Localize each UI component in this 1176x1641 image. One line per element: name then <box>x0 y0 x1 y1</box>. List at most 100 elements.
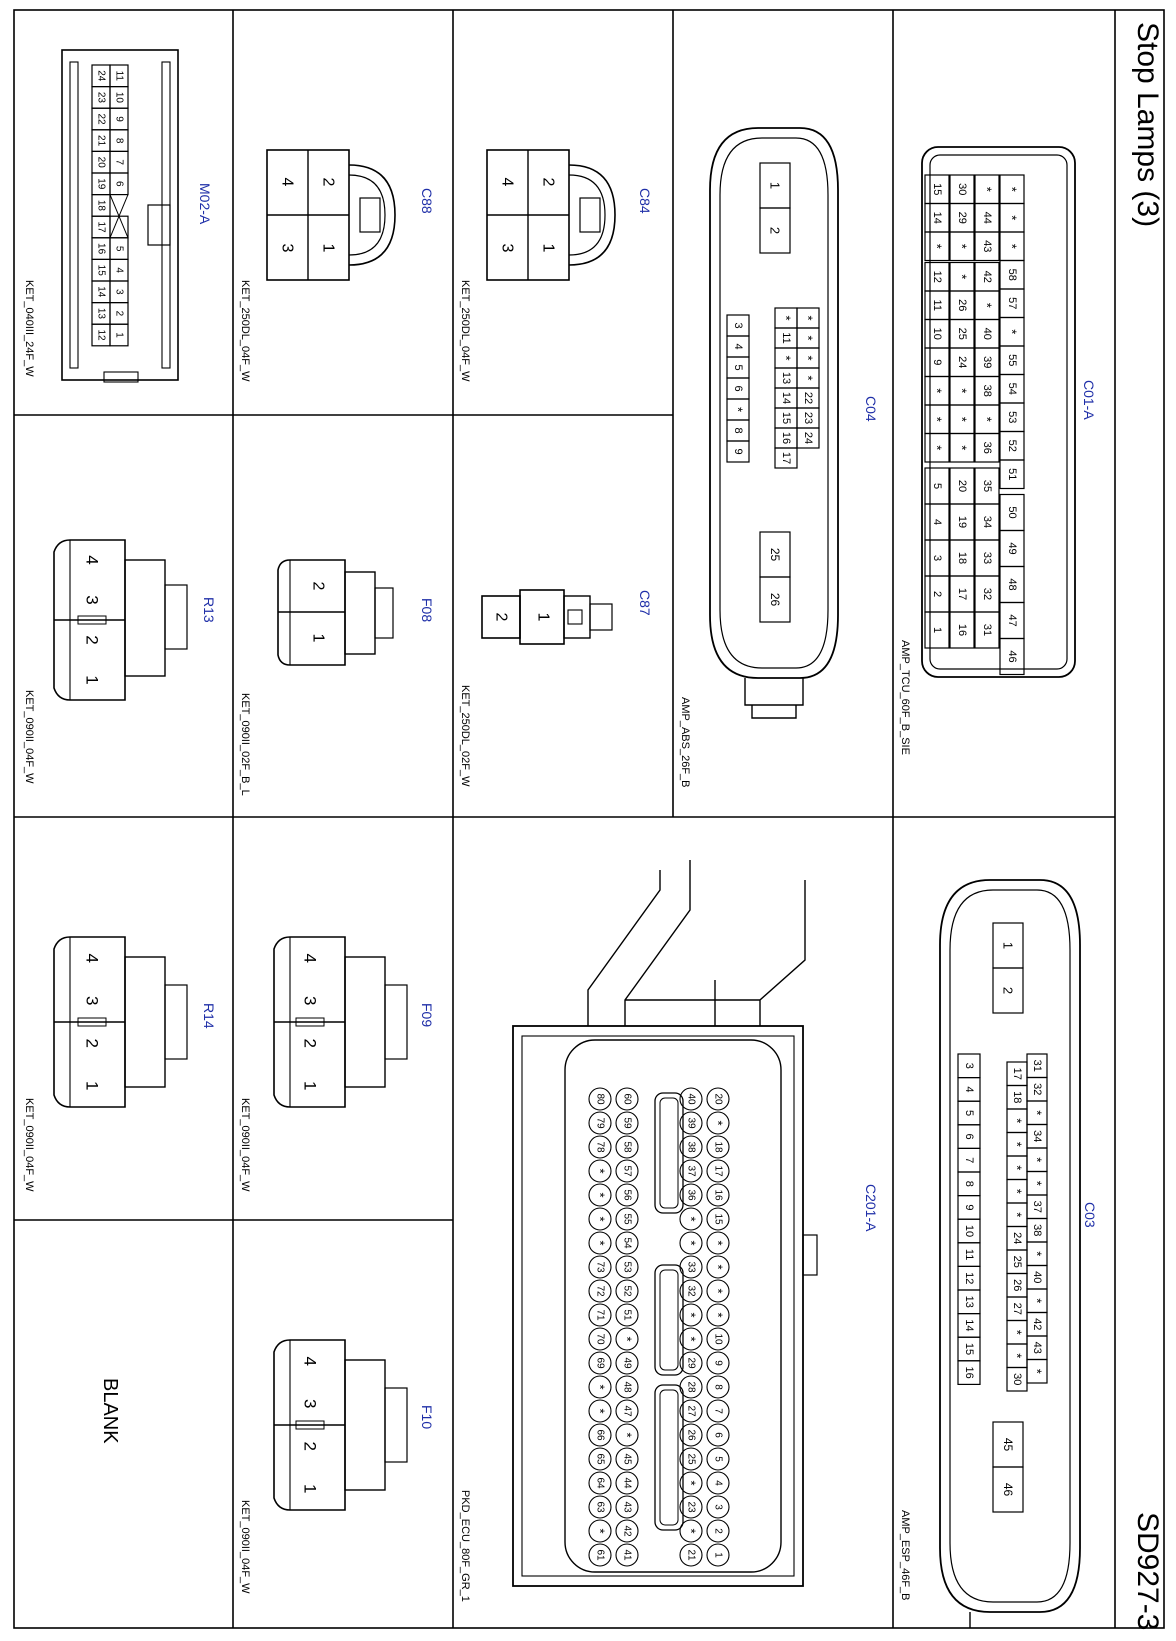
connector-f08: 12 F08 KET_090II_02F_B_L <box>239 559 435 796</box>
pin-cell: 80 <box>588 1087 612 1111</box>
pin-cell: 5 <box>706 1447 730 1471</box>
c201a-slot <box>654 1092 684 1214</box>
pin-label: 79 <box>595 1117 606 1129</box>
pin-label: 36 <box>686 1189 697 1201</box>
pin-label: 27 <box>686 1405 697 1417</box>
pin-label: 26 <box>686 1429 697 1441</box>
pin-label: * <box>1030 1251 1045 1256</box>
pin-label: * <box>1030 1110 1045 1115</box>
pin-label: 34 <box>1031 1130 1043 1142</box>
pin-cell: * <box>679 1207 703 1231</box>
pin-label: 16 <box>963 1366 975 1378</box>
pin-cell: * <box>615 1327 639 1351</box>
pin-cell: 32 <box>679 1279 703 1303</box>
pin-cell: 25 <box>679 1447 703 1471</box>
pin-cell: 18 <box>949 539 975 577</box>
pin-cell: 12 <box>924 261 950 292</box>
pin-cell: 54 <box>615 1231 639 1255</box>
pin-label: 33 <box>981 552 993 564</box>
pin-cell: 4 <box>706 1471 730 1495</box>
pin-label: * <box>1010 1189 1025 1194</box>
pin-cell: * <box>588 1399 612 1423</box>
pin-cell: * <box>999 174 1025 205</box>
r14-part: KET_090II_04F_W <box>23 1098 35 1192</box>
pin-cell: 52 <box>615 1279 639 1303</box>
pin-cell: * <box>588 1375 612 1399</box>
pin-cell: * <box>774 307 798 329</box>
pin-cell: * <box>999 316 1025 347</box>
pin-label: 18 <box>96 200 107 212</box>
pin-label: 32 <box>686 1285 697 1297</box>
pin-cell: * <box>774 347 798 369</box>
pin-label: 55 <box>622 1213 633 1225</box>
pin-label: 1 <box>535 613 552 622</box>
pin-cell: 14 <box>91 280 111 304</box>
pin-label: 18 <box>713 1141 724 1153</box>
pin-label: * <box>711 1312 726 1317</box>
pin-label: 12 <box>931 271 943 283</box>
pin-cell: 11 <box>109 64 129 88</box>
pin-cell: 23 <box>91 85 111 109</box>
pin-cell: * <box>679 1519 703 1543</box>
pin-label: 8 <box>732 427 744 433</box>
pin-label: 13 <box>96 308 107 320</box>
pin-label: 43 <box>1031 1342 1043 1354</box>
pin-cell: 36 <box>974 432 1000 463</box>
pin-cell: 29 <box>679 1351 703 1375</box>
pin-label: 57 <box>622 1165 633 1177</box>
pin-label: 4 <box>114 267 125 273</box>
pin-cell: * <box>1026 1241 1048 1267</box>
pin-cell: * <box>924 231 950 262</box>
pin-cell: 8 <box>109 129 129 153</box>
pin-cell: 14 <box>957 1312 981 1338</box>
pin-cell: 3 <box>726 314 750 337</box>
pin-label: 25 <box>1011 1256 1023 1268</box>
pin-label: * <box>1005 215 1020 220</box>
pin-cell: 29 <box>949 202 975 233</box>
pin-cell: 24 <box>1006 1225 1028 1251</box>
pin-label: 2 <box>83 635 102 644</box>
f09-label: F09 <box>419 1003 435 1027</box>
pin-label: 10 <box>931 328 943 340</box>
pin-cell: 27 <box>1006 1296 1028 1322</box>
pin-cell: * <box>974 404 1000 435</box>
pin-cell: 49 <box>999 529 1025 568</box>
pin-label: 3 <box>301 996 320 1005</box>
pin-label: * <box>684 1528 699 1533</box>
pin-cell: 3 <box>706 1495 730 1519</box>
pin-label: 14 <box>931 212 943 224</box>
connector-c201a: 12345678910****15161718*2021*23*25262728… <box>459 860 879 1602</box>
pin-label: 17 <box>1011 1068 1023 1080</box>
pin-label: * <box>955 417 970 422</box>
pin-cell: * <box>1026 1288 1048 1314</box>
pin-cell: * <box>796 327 820 349</box>
pin-cell: 10 <box>957 1218 981 1244</box>
c87-label: C87 <box>637 590 653 616</box>
pin-cell: * <box>999 202 1025 233</box>
pin-cell: 23 <box>796 407 820 429</box>
pin-label: 30 <box>956 183 968 195</box>
pin-label: * <box>980 417 995 422</box>
pin-label: 22 <box>96 113 107 125</box>
pin-cell: 13 <box>957 1289 981 1315</box>
pin-cell: 21 <box>679 1543 703 1567</box>
pin-cell: * <box>1006 1108 1028 1134</box>
pin-cell: 79 <box>588 1111 612 1135</box>
pin-label: 12 <box>96 329 107 341</box>
pin-cell: 38 <box>1026 1217 1048 1243</box>
pin-cell: 53 <box>615 1255 639 1279</box>
pin-cell: * <box>1006 1343 1028 1369</box>
pin-label: 10 <box>963 1225 975 1237</box>
pin-label: 69 <box>595 1357 606 1369</box>
pin-cell: 13 <box>774 367 798 389</box>
pin-cell: * <box>679 1303 703 1327</box>
pin-cell: * <box>1026 1358 1048 1384</box>
pin-cell: * <box>924 404 950 435</box>
pin-label: * <box>1030 1298 1045 1303</box>
pin-cell: 16 <box>774 427 798 449</box>
pin-label: 4 <box>301 954 320 963</box>
pin-cell: * <box>588 1231 612 1255</box>
